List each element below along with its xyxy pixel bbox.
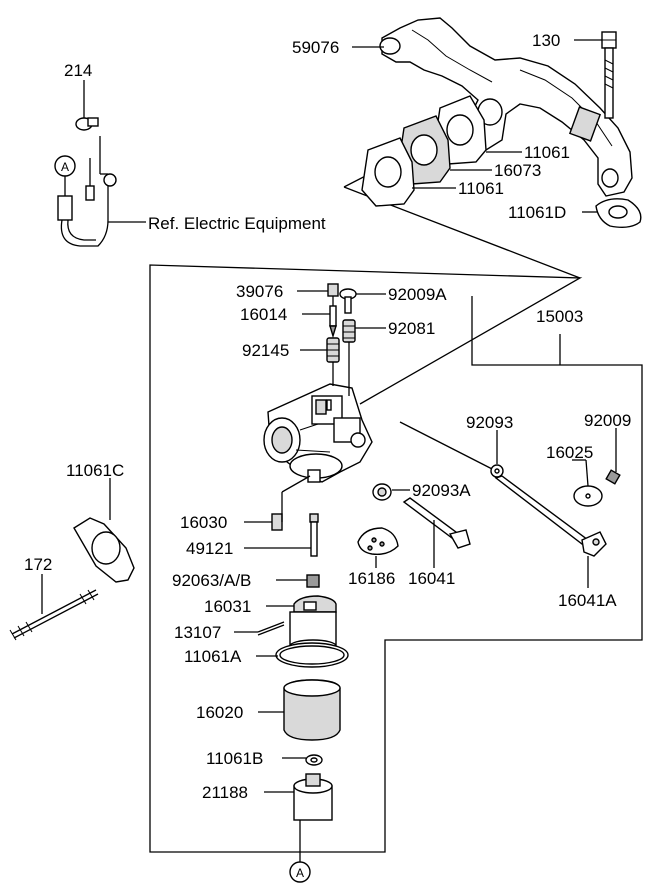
- label-92093: 92093: [466, 413, 513, 432]
- label-11061A: 11061A: [184, 647, 242, 666]
- label-16073: 16073: [494, 161, 541, 180]
- plate-16025: [573, 485, 603, 507]
- label-11061D: 11061D: [508, 203, 566, 222]
- label-16020: 16020: [196, 703, 243, 722]
- label-214: 214: [64, 61, 92, 80]
- needle-16014: [329, 305, 337, 339]
- label-13107: 13107: [174, 623, 221, 642]
- reference-a-bottom: A: [289, 861, 311, 883]
- carburetor-body: [263, 383, 373, 483]
- screw-214: [75, 117, 99, 131]
- label-92081: 92081: [388, 319, 435, 338]
- label-59076: 59076: [292, 38, 339, 57]
- washer-11061B: [305, 754, 323, 766]
- screw-92009: [605, 469, 621, 485]
- label-16031: 16031: [204, 597, 251, 616]
- label-11061B: 11061B: [206, 749, 263, 768]
- label-49121: 49121: [186, 539, 233, 558]
- leader-lines: [41, 39, 617, 793]
- washer-92093A: [372, 483, 392, 501]
- stud-172: [9, 589, 99, 641]
- label-16014: 16014: [240, 305, 287, 324]
- label-172: 172: [24, 555, 52, 574]
- jet-92063: [306, 574, 320, 588]
- label-92145: 92145: [242, 341, 289, 360]
- shaft-16041A: [399, 421, 607, 557]
- bolt-130: [601, 31, 617, 119]
- label-16030: 16030: [180, 513, 227, 532]
- label-16186: 16186: [348, 569, 395, 588]
- label-92093A: 92093A: [412, 481, 471, 500]
- label-92009: 92009: [584, 411, 631, 430]
- label-11061-upper: 11061: [524, 143, 570, 162]
- gasket-11061C: [73, 517, 135, 583]
- reference-a-top-label: A: [61, 160, 69, 174]
- wire-harness: [57, 136, 146, 247]
- screw-92009A: [339, 288, 357, 314]
- gasket-11061D: [595, 198, 642, 229]
- bowl-16020: [283, 679, 341, 741]
- label-11061-lower: 11061: [458, 179, 504, 198]
- label-130: 130: [532, 31, 560, 50]
- gasket-11061A: [275, 642, 349, 668]
- spring-92145: [326, 337, 340, 386]
- label-92009A: 92009A: [388, 285, 447, 304]
- tube-49121: [309, 513, 319, 557]
- exhaust-manifold-59076: [379, 17, 633, 197]
- label-39076: 39076: [236, 282, 283, 301]
- pin-13107: [257, 621, 285, 636]
- label-16041A: 16041A: [558, 591, 617, 610]
- label-15003: 15003: [536, 307, 583, 326]
- washer-92093: [490, 464, 504, 478]
- label-92063: 92063/A/B: [172, 571, 251, 590]
- label-16025: 16025: [546, 443, 593, 462]
- label-11061C: 11061C: [66, 461, 124, 480]
- gasket-stack: [361, 95, 487, 207]
- part-labels: 59076 130 214 11061 16073 11061 11061D R…: [24, 31, 631, 802]
- reference-a-bottom-label: A: [296, 866, 304, 880]
- shaft-16041: [402, 497, 471, 549]
- jet-16030: [271, 513, 283, 531]
- reference-a-top: A: [54, 155, 76, 177]
- label-21188: 21188: [202, 783, 248, 802]
- label-16041: 16041: [408, 569, 455, 588]
- assembly-frame: [149, 147, 643, 853]
- spring-92081: [342, 319, 356, 396]
- solenoid-21188: [293, 773, 333, 862]
- plate-16186: [357, 527, 399, 556]
- label-ref-electric-equipment: Ref. Electric Equipment: [148, 214, 326, 233]
